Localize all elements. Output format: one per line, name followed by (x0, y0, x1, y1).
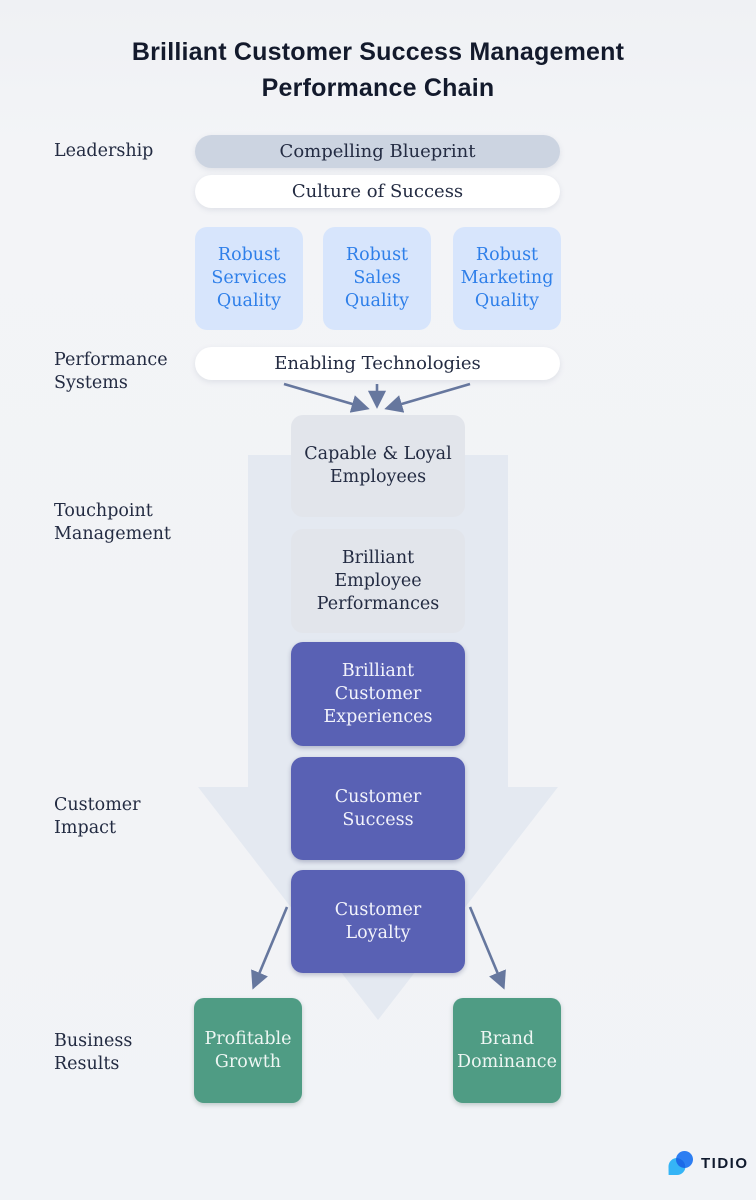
node-capable-loyal-employees: Capable & Loyal Employees (291, 415, 465, 517)
node-customer-success: Customer Success (291, 757, 465, 860)
node-profitable-growth: Profitable Growth (194, 998, 302, 1103)
brand-logo: TIDIO (667, 1150, 749, 1177)
logo-overlap-lens (675, 1158, 686, 1168)
arrow-tech-left-to-employees (283, 382, 370, 413)
brand-logo-text: TIDIO (701, 1155, 749, 1172)
page-title: Brilliant Customer Success Management Pe… (131, 38, 625, 102)
node-brand-dominance: Brand Dominance (453, 998, 561, 1103)
node-customer-loyalty: Customer Loyalty (291, 870, 465, 973)
arrow-loyalty-to-brand-dominance (468, 906, 506, 990)
node-culture-of-success: Culture of Success (195, 175, 560, 208)
node-enabling-technologies: Enabling Technologies (195, 347, 560, 380)
node-robust-services-quality: Robust Services Quality (195, 227, 303, 330)
stage-label-leadership: Leadership (54, 141, 154, 161)
node-compelling-blueprint: Compelling Blueprint (195, 135, 560, 168)
stage-label-touchpoint-management: Touchpoint Management (54, 501, 171, 544)
stage-label-customer-impact: Customer Impact (54, 795, 141, 838)
node-robust-marketing-quality: Robust Marketing Quality (453, 227, 561, 330)
stage-label-business-results: Business Results (54, 1031, 133, 1074)
node-brilliant-customer-experiences: Brilliant Customer Experiences (291, 642, 465, 746)
arrow-tech-right-to-employees (384, 382, 471, 413)
tidio-logo-icon (668, 1151, 693, 1175)
node-brilliant-employee-performances: Brilliant Employee Performances (291, 529, 465, 633)
node-robust-sales-quality: Robust Sales Quality (323, 227, 431, 330)
stage-label-performance-systems: Performance Systems (54, 350, 168, 393)
arrow-loyalty-to-profitable-growth (251, 906, 289, 990)
